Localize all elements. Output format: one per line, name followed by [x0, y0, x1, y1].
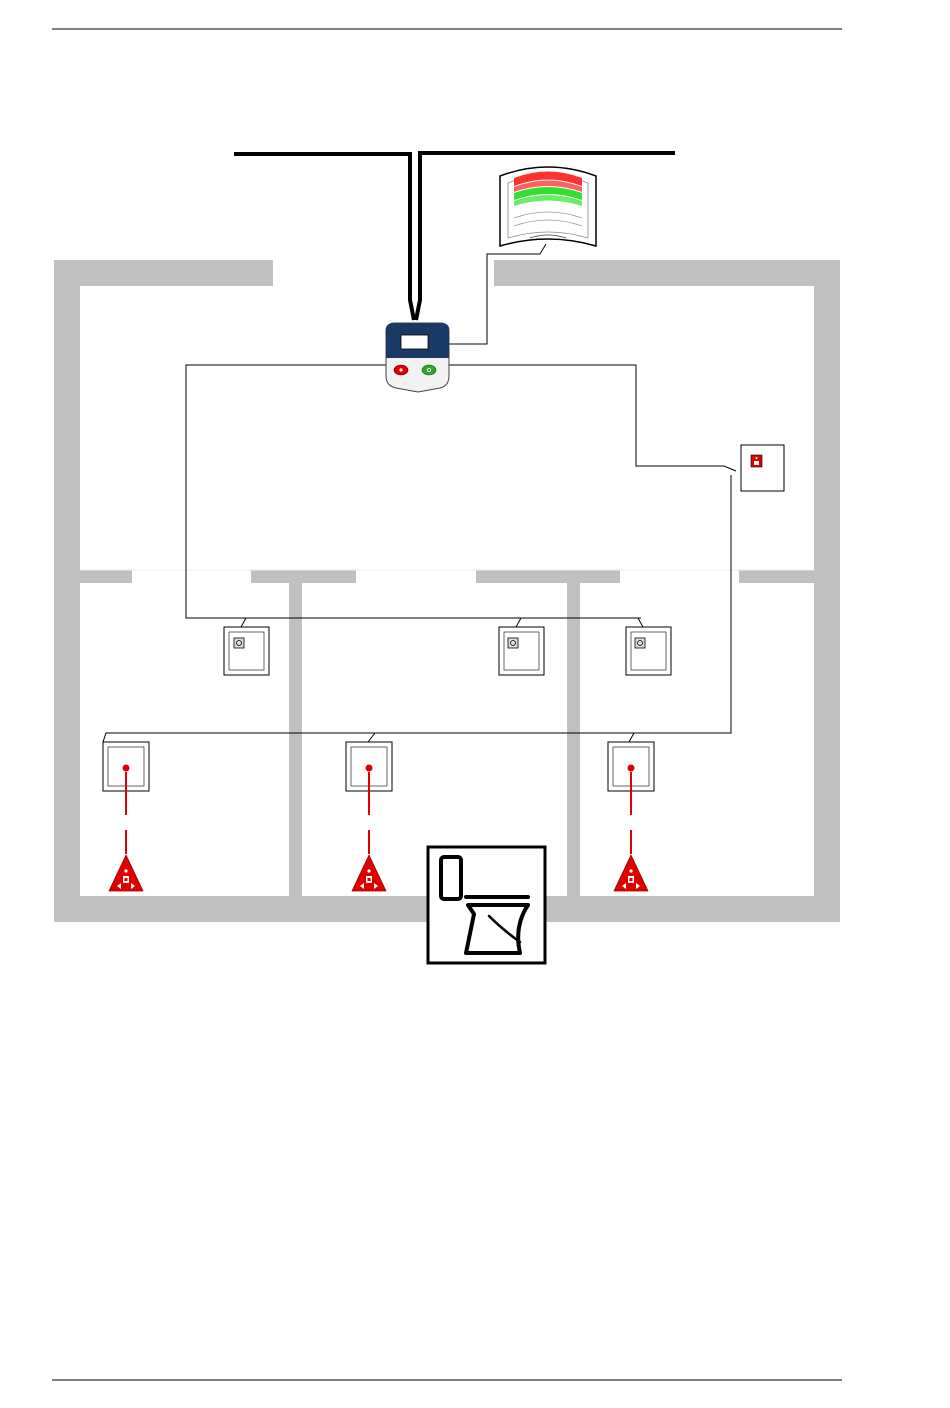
- pull-cord-room-2[interactable]: [352, 855, 386, 891]
- pull-cord-room-3[interactable]: [614, 855, 648, 891]
- wire-call-drop-3: [629, 733, 634, 742]
- wall-middle-3: [476, 570, 620, 583]
- wall-divider-1: [289, 570, 302, 922]
- reset-button-icon: [234, 638, 244, 648]
- wall-top-left: [54, 260, 273, 286]
- corridor-call-unit[interactable]: [741, 445, 784, 491]
- wall-middle-1: [54, 570, 132, 583]
- panel-reset-button[interactable]: [422, 365, 436, 375]
- toilet-symbol: [428, 847, 545, 963]
- reset-button-room-2[interactable]: [499, 627, 544, 675]
- call-button-icon: [123, 765, 130, 772]
- supply-line-left: [234, 154, 414, 320]
- control-panel-icon: [386, 323, 449, 392]
- wall-left: [54, 260, 80, 922]
- control-panel[interactable]: [386, 323, 449, 392]
- warning-triangle-icon: [352, 855, 386, 891]
- wire-call-bus: [103, 475, 731, 742]
- wall-divider-2: [567, 570, 580, 922]
- wire-call-drop-2: [368, 733, 375, 742]
- reset-button-room-1[interactable]: [224, 627, 269, 675]
- warning-triangle-icon: [109, 855, 143, 891]
- call-button-icon: [366, 765, 373, 772]
- main-supply-lines: [234, 153, 675, 320]
- wire-panel-to-lamp: [449, 244, 546, 344]
- reset-button-icon: [508, 638, 518, 648]
- wall-middle-2: [251, 570, 356, 583]
- panel-display: [401, 335, 428, 349]
- pull-cord-room-1[interactable]: [109, 855, 143, 891]
- reset-button-room-3[interactable]: [626, 627, 671, 675]
- corridor-indicator-light: [500, 167, 596, 246]
- call-button-icon: [628, 765, 635, 772]
- wall-top-right: [494, 260, 840, 286]
- wire-reset-drop-3: [638, 618, 643, 627]
- reset-button-icon: [635, 638, 645, 648]
- wire-reset-drop-1: [241, 618, 246, 627]
- warning-triangle-icon: [614, 855, 648, 891]
- wire-reset-drop-2: [516, 618, 521, 627]
- wall-right: [814, 260, 840, 922]
- wire-panel-to-corridor: [449, 365, 736, 471]
- wall-middle-4: [739, 570, 840, 583]
